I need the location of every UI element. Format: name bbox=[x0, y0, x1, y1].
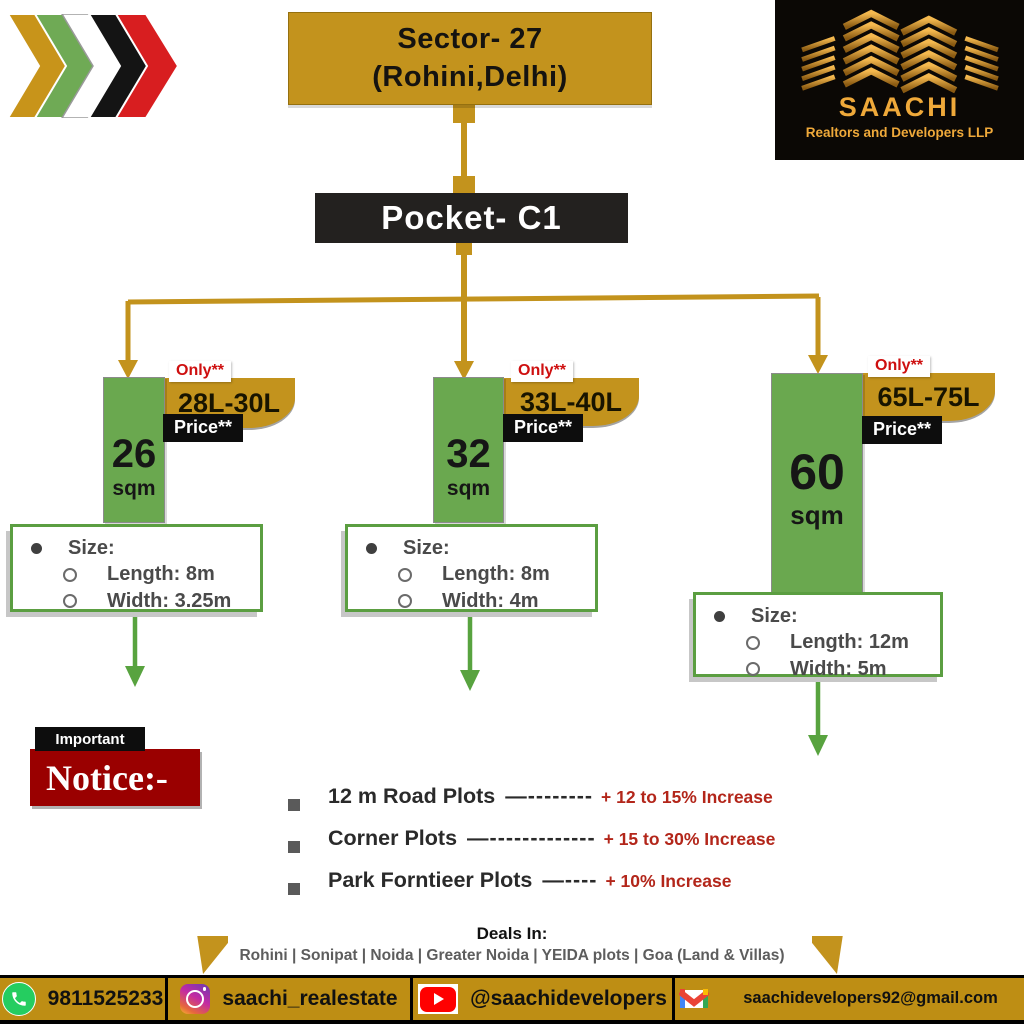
size-box-plot-60: Size: Length: 12m Width: 5m bbox=[693, 592, 943, 680]
plot-area-value: 32 bbox=[446, 432, 491, 477]
sector-title-line1: Sector- 27 bbox=[397, 22, 543, 55]
size-title: Size: bbox=[751, 605, 798, 627]
only-tag-plot-32: Only** bbox=[511, 361, 574, 382]
plot-area-unit: sqm bbox=[112, 477, 156, 501]
chevron-decoration-icon bbox=[8, 14, 180, 118]
notice-title: Notice:- bbox=[46, 757, 168, 798]
youtube-contact[interactable]: @saachidevelopers bbox=[410, 978, 672, 1020]
notice-item-increase: + 15 to 30% Increase bbox=[603, 829, 776, 849]
bullet-circle bbox=[398, 567, 412, 582]
bullet-circle bbox=[63, 567, 77, 582]
plot-block-32: 32 sqm bbox=[433, 377, 504, 523]
only-text: Only** bbox=[518, 362, 567, 379]
bullet-dot bbox=[714, 610, 725, 622]
youtube-icon bbox=[418, 984, 459, 1014]
sector-title-line2: (Rohini,Delhi) bbox=[372, 60, 568, 93]
instagram-contact[interactable]: saachi_realestate bbox=[165, 978, 410, 1020]
notice-list: 12 m Road Plots —-------- + 12 to 15% In… bbox=[288, 784, 848, 910]
logo-tagline: Realtors and Developers LLP bbox=[805, 125, 994, 140]
plot-block-26: 26 sqm bbox=[103, 377, 165, 523]
notice-item-dashes: —------------- bbox=[467, 826, 596, 850]
logo-name: SAACHI bbox=[838, 92, 961, 122]
notice-item-corner-plots: Corner Plots —------------- + 15 to 30% … bbox=[288, 826, 848, 868]
bullet-dot bbox=[31, 542, 42, 554]
square-bullet-icon bbox=[288, 841, 300, 853]
notice-item-label: Park Forntieer Plots bbox=[328, 868, 533, 892]
deals-title: Deals In: bbox=[476, 924, 548, 943]
only-tag-plot-60: Only** bbox=[868, 356, 931, 377]
gmail-icon bbox=[678, 987, 709, 1011]
only-text: Only** bbox=[875, 357, 924, 374]
notice-item-increase: + 10% Increase bbox=[605, 871, 732, 891]
size-length: Length: 8m bbox=[107, 563, 215, 586]
notice-item-road-plots: 12 m Road Plots —-------- + 12 to 15% In… bbox=[288, 784, 848, 826]
size-width: Width: 5m bbox=[790, 657, 887, 680]
price-tag-plot-60: Price** bbox=[862, 416, 943, 444]
company-logo: SAACHI Realtors and Developers LLP bbox=[775, 0, 1024, 160]
square-bullet-icon bbox=[288, 883, 300, 895]
plot-area-unit: sqm bbox=[790, 499, 844, 530]
whatsapp-contact[interactable]: 9811525233 bbox=[0, 978, 165, 1020]
bullet-circle bbox=[746, 635, 760, 650]
size-box-plot-32: Size: Length: 8m Width: 4m bbox=[345, 524, 598, 612]
size-width: Width: 3.25m bbox=[107, 589, 232, 612]
youtube-handle: @saachidevelopers bbox=[470, 987, 667, 1010]
price-tag-plot-26: Price** bbox=[163, 414, 244, 442]
plot-area-value: 26 bbox=[111, 432, 157, 477]
notice-item-increase: + 12 to 15% Increase bbox=[601, 787, 773, 807]
price-label: Price** bbox=[514, 417, 573, 437]
plot-area-unit: sqm bbox=[446, 477, 491, 501]
bullet-circle bbox=[746, 661, 760, 676]
buildings-logo-icon bbox=[800, 9, 999, 94]
bullet-circle bbox=[398, 593, 412, 608]
size-box-plot-26: Size: Length: 8m Width: 3.25m bbox=[10, 524, 263, 612]
notice-item-label: Corner Plots bbox=[328, 826, 458, 850]
notice-item-park-frontier-plots: Park Forntieer Plots —---- + 10% Increas… bbox=[288, 868, 848, 910]
price-range: 33L-40L bbox=[519, 386, 623, 417]
pocket-title-box: Pocket- C1 bbox=[315, 193, 628, 243]
email-contact[interactable]: saachidevelopers92@gmail.com bbox=[672, 978, 1024, 1020]
bullet-circle bbox=[63, 593, 77, 608]
size-length: Length: 8m bbox=[442, 563, 550, 586]
notice-item-dashes: —-------- bbox=[505, 784, 594, 808]
square-bullet-icon bbox=[288, 799, 300, 811]
instagram-handle: saachi_realestate bbox=[222, 987, 398, 1010]
size-width: Width: 4m bbox=[442, 589, 539, 612]
price-label: Price** bbox=[873, 419, 932, 439]
size-length: Length: 12m bbox=[790, 631, 909, 654]
bullet-dot bbox=[366, 542, 377, 554]
contact-bar: 9811525233 saachi_realestate @saachideve… bbox=[0, 975, 1024, 1024]
email-address: saachidevelopers92@gmail.com bbox=[743, 989, 998, 1008]
notice-box: Notice:- bbox=[30, 749, 200, 806]
pocket-label: Pocket- C1 bbox=[381, 199, 562, 236]
notice-item-dashes: —---- bbox=[542, 868, 598, 892]
price-label: Price** bbox=[174, 417, 233, 437]
whatsapp-number: 9811525233 bbox=[47, 987, 164, 1010]
plot-block-60: 60 sqm bbox=[771, 373, 863, 597]
price-range: 65L-75L bbox=[877, 381, 980, 412]
important-label: Important bbox=[55, 730, 125, 748]
price-range: 28L-30L bbox=[177, 387, 281, 418]
only-tag-plot-26: Only** bbox=[169, 361, 232, 382]
whatsapp-icon bbox=[1, 982, 36, 1016]
important-tab: Important bbox=[35, 727, 145, 751]
deals-section: Deals In: Rohini | Sonipat | Noida | Gre… bbox=[0, 924, 1024, 965]
plot-area-value: 60 bbox=[789, 443, 845, 500]
price-tag-plot-32: Price** bbox=[503, 414, 584, 442]
instagram-icon bbox=[180, 984, 211, 1014]
only-text: Only** bbox=[176, 362, 225, 379]
notice-item-label: 12 m Road Plots bbox=[328, 784, 496, 808]
sector-title-box: Sector- 27 (Rohini,Delhi) bbox=[288, 12, 652, 105]
size-title: Size: bbox=[68, 537, 115, 559]
size-title: Size: bbox=[403, 537, 450, 559]
price-ribbon-plot-60: 65L-75L bbox=[862, 373, 995, 421]
deals-locations: Rohini | Sonipat | Noida | Greater Noida… bbox=[239, 947, 785, 964]
